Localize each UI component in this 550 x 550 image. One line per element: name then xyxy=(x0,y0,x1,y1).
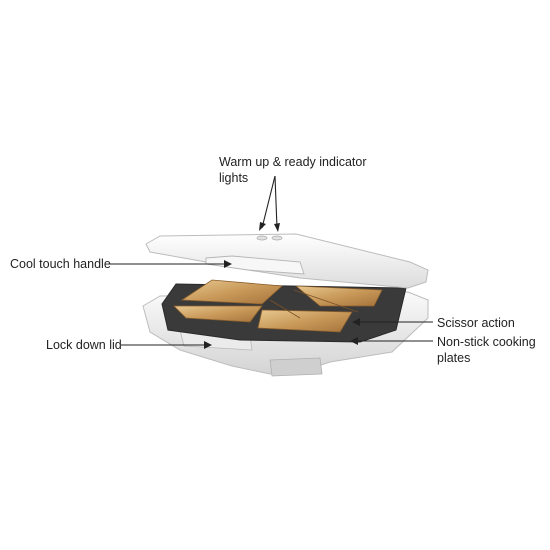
arrowhead-scissor xyxy=(352,318,360,326)
sandwich-toaster-illustration xyxy=(142,233,429,377)
arrowhead-lock xyxy=(204,341,212,349)
label-plates-line2: plates xyxy=(437,351,470,365)
sandwich-back-left xyxy=(180,279,283,305)
sandwich-front-right xyxy=(257,309,353,333)
label-indicator-lights-line2: lights xyxy=(219,171,248,185)
sandwich-front-left xyxy=(173,305,263,323)
label-indicator-lights-line1: Warm up & ready indicator xyxy=(219,155,367,169)
arrowhead-indicator-left xyxy=(259,222,266,231)
label-plates-line1: Non-stick cooking xyxy=(437,335,536,349)
indicator-light-right xyxy=(271,235,283,241)
toasted-sandwiches xyxy=(173,279,383,333)
sandwich-back-right xyxy=(294,285,383,307)
callout-indicator-lights: Warm up & ready indicator lights xyxy=(219,155,367,232)
leader-indicator-right xyxy=(274,175,278,229)
callout-plates: Non-stick cooking plates xyxy=(350,335,536,365)
label-scissor: Scissor action xyxy=(437,316,515,330)
arrowhead-indicator-right xyxy=(274,223,280,232)
toaster-foot xyxy=(269,357,323,377)
callout-handle: Cool touch handle xyxy=(10,257,232,271)
sandwich-diagonal-seam xyxy=(269,289,359,319)
callout-scissor: Scissor action xyxy=(352,316,515,330)
label-lock: Lock down lid xyxy=(46,338,122,352)
callout-lock: Lock down lid xyxy=(46,338,212,352)
leader-indicator-left xyxy=(261,175,276,229)
arrowhead-handle xyxy=(224,260,232,268)
label-handle: Cool touch handle xyxy=(10,257,111,271)
indicator-light-left xyxy=(256,235,268,241)
arrowhead-plates xyxy=(350,337,358,345)
